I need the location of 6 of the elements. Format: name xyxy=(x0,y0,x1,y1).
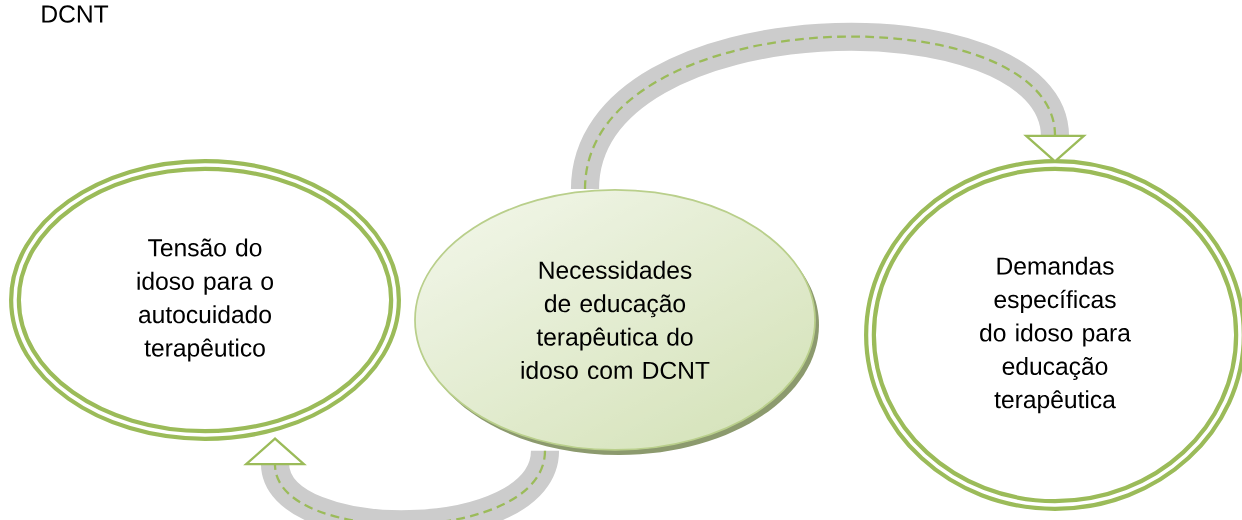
ellipse-node: Tensão do idoso para o autocuidado terapêutico xyxy=(9,159,401,441)
curved-arrow xyxy=(243,437,559,520)
curved-arrow xyxy=(571,23,1087,192)
ellipse-node: Necessidades de educação terapêutica do idoso com DCNT xyxy=(414,189,816,451)
heading-text: DCNT xyxy=(42,5,109,23)
ellipse-node: Demandas específicas do idoso para educação terapêutica xyxy=(864,159,1242,511)
